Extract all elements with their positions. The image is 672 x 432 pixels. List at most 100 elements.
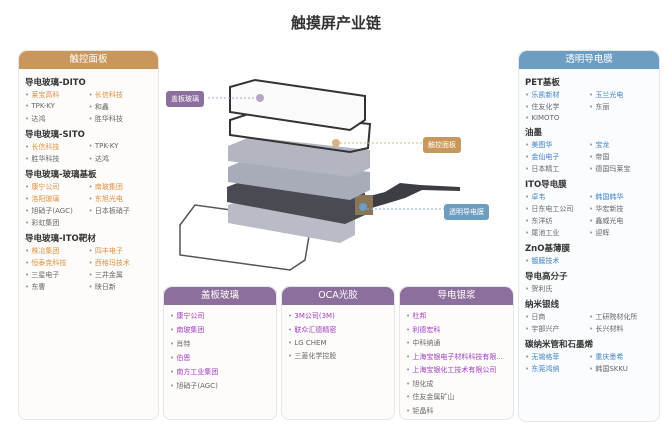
company-item: 玉兰光电	[589, 90, 653, 100]
company-item: 镀膜技术	[525, 256, 589, 266]
cover-glass-box: 盖板玻璃康宁公司南玻集团肖特伯恩南方工业集团旭硝子(AGC)	[163, 286, 277, 420]
touch-panel-body: 导电玻璃-DITO莱宝高科长信科技TPK-KY和鑫达鸿胜华科技导电玻璃-SITO…	[19, 69, 158, 295]
company-item: 三星电子	[25, 270, 89, 280]
company-item: 中科纳通	[406, 338, 507, 348]
company-item: 住友化学	[525, 102, 589, 112]
company-item: 达鸿	[89, 154, 153, 164]
transparent-film-box: 透明导电膜 PET基板乐凯新材玉兰光电住友化学东丽KIMOTO 油墨美图华宝龙金仙…	[518, 50, 660, 422]
company-item: 日商	[525, 312, 589, 322]
company-grid: 贺利氏	[525, 284, 653, 294]
oca-header: OCA光胶	[282, 287, 394, 305]
company-item: 三菱化学控股	[288, 351, 388, 361]
company-item: 上海宝银电子材料科技有限...	[406, 352, 507, 362]
company-item: 映日新	[89, 282, 153, 292]
company-item: 华宏新技	[589, 204, 653, 214]
oca-list: 3M公司(3M) 联众汇德精密 LG CHEM 三菱化学控股	[282, 305, 394, 367]
company-item: 工研院材化所	[589, 312, 653, 322]
company-item: 东丽	[589, 102, 653, 112]
layer-bottom-frame	[179, 204, 311, 271]
company-item: 德国玛莱宝	[589, 164, 653, 174]
company-item: 康宁公司	[170, 311, 270, 321]
section-title: 导电高分子	[525, 272, 568, 282]
company-grid: 无锡格菲重庆墨希东莞鸿纳韩国SKKU	[525, 352, 653, 374]
company-item: 株冶集团	[25, 246, 89, 256]
company-item: TPK-KY	[89, 142, 153, 152]
company-grid: 日商工研院材化所宇部兴产长兴材料	[525, 312, 653, 334]
company-item: 日东电工公司	[525, 204, 589, 214]
company-item: 恒泰克科技	[25, 258, 89, 268]
section-title: 油墨	[525, 128, 543, 138]
company-item: 莱宝高科	[25, 90, 89, 100]
section-title: ITO导电膜	[525, 180, 567, 190]
company-grid: 卓韦韩国韩华日东电工公司华宏新技东洋纺鑫威光电尾池工业迎辉	[525, 192, 653, 238]
company-item: 长兴材料	[589, 324, 653, 334]
company-item: 宇部兴产	[525, 324, 589, 334]
company-grid: 长信科技TPK-KY胜华科技达鸿	[25, 142, 152, 164]
transparent-film-body: PET基板乐凯新材玉兰光电住友化学东丽KIMOTO油墨美图华宝龙金仙电子帝国日本…	[519, 69, 659, 377]
callout-transparent-film: 透明导电膜	[444, 204, 489, 220]
company-item: 金仙电子	[525, 152, 589, 162]
company-item: 尾池工业	[525, 228, 589, 238]
company-item: 东洋纺	[525, 216, 589, 226]
company-item: 贺利氏	[525, 284, 589, 294]
silver-paste-list: 杜邦利德宏科中科纳通上海宝银电子材料科技有限...上海宝银化工技术有限公司旭化成…	[400, 305, 513, 419]
company-item: 杜邦	[406, 311, 507, 321]
company-item: 联众汇德精密	[288, 325, 388, 335]
company-item: 东莞鸿纳	[525, 364, 589, 374]
company-item: 旭硝子(AGC)	[170, 381, 270, 391]
company-item: 西格玛技术	[89, 258, 153, 268]
company-grid: 康宁公司南玻集团洛阳玻璃东旭光电旭硝子(AGC)日本板硝子彩虹集团	[25, 182, 152, 228]
company-item: 宝龙	[589, 140, 653, 150]
company-item: 迎辉	[589, 228, 653, 238]
company-item: 和鑫	[89, 102, 153, 112]
layer-cover-glass	[229, 78, 366, 132]
company-item: 卓韦	[525, 192, 589, 202]
section-title: 导电玻璃-ITO靶材	[25, 234, 96, 244]
callout-touch-panel: 触控面板	[423, 137, 461, 153]
company-item: 日本板硝子	[89, 206, 153, 216]
company-item: 韩国SKKU	[589, 364, 653, 374]
company-item: 伯恩	[170, 353, 270, 363]
company-grid: 莱宝高科长信科技TPK-KY和鑫达鸿胜华科技	[25, 90, 152, 124]
touchscreen-exploded-diagram	[179, 78, 460, 271]
cover-glass-list: 康宁公司南玻集团肖特伯恩南方工业集团旭硝子(AGC)	[164, 305, 276, 397]
company-item: 重庆墨希	[589, 352, 653, 362]
company-item: 彩虹集团	[25, 218, 89, 228]
company-item: 无锡格菲	[525, 352, 589, 362]
section-title: PET基板	[525, 78, 560, 88]
company-item: 住友金属矿山	[406, 392, 507, 402]
transparent-film-header: 透明导电膜	[519, 51, 659, 69]
company-item: 钜晶科	[406, 406, 507, 416]
section-title: 导电玻璃-SITO	[25, 130, 85, 140]
company-item: 南方工业集团	[170, 367, 270, 377]
layer-gray-2	[228, 137, 370, 177]
flex-cable	[355, 183, 460, 210]
company-item: LG CHEM	[288, 339, 388, 347]
company-item: 胜华科技	[89, 114, 153, 124]
company-grid: 镀膜技术	[525, 256, 653, 266]
company-grid: 乐凯新材玉兰光电住友化学东丽KIMOTO	[525, 90, 653, 122]
cover-glass-header: 盖板玻璃	[164, 287, 276, 305]
company-item: 利德宏科	[406, 325, 507, 335]
company-item: 东曹	[25, 282, 89, 292]
section-title: 导电玻璃-DITO	[25, 78, 86, 88]
company-item: 长信科技	[25, 142, 89, 152]
company-item: 胜华科技	[25, 154, 89, 164]
touch-panel-header: 触控面板	[19, 51, 158, 69]
company-item: 南玻集团	[89, 182, 153, 192]
company-item: KIMOTO	[525, 114, 589, 122]
section-title: ZnO基薄膜	[525, 244, 570, 254]
company-item: 四丰电子	[89, 246, 153, 256]
page-title: 触摸屏产业链	[290, 14, 381, 32]
touch-panel-box: 触控面板 导电玻璃-DITO莱宝高科长信科技TPK-KY和鑫达鸿胜华科技导电玻璃…	[18, 50, 159, 420]
section-title: 导电玻璃-玻璃基板	[25, 170, 97, 180]
section-title: 纳米银线	[525, 300, 560, 310]
company-item: TPK-KY	[25, 102, 89, 112]
company-item: 上海宝银化工技术有限公司	[406, 365, 507, 375]
callout-cover-glass: 盖板玻璃	[166, 91, 204, 107]
company-item: 美图华	[525, 140, 589, 150]
company-grid: 株冶集团四丰电子恒泰克科技西格玛技术三星电子三井金属东曹映日新	[25, 246, 152, 292]
company-item: 长信科技	[89, 90, 153, 100]
company-item: 3M公司(3M)	[288, 311, 388, 321]
section-title: 碳纳米管和石墨烯	[525, 340, 594, 350]
